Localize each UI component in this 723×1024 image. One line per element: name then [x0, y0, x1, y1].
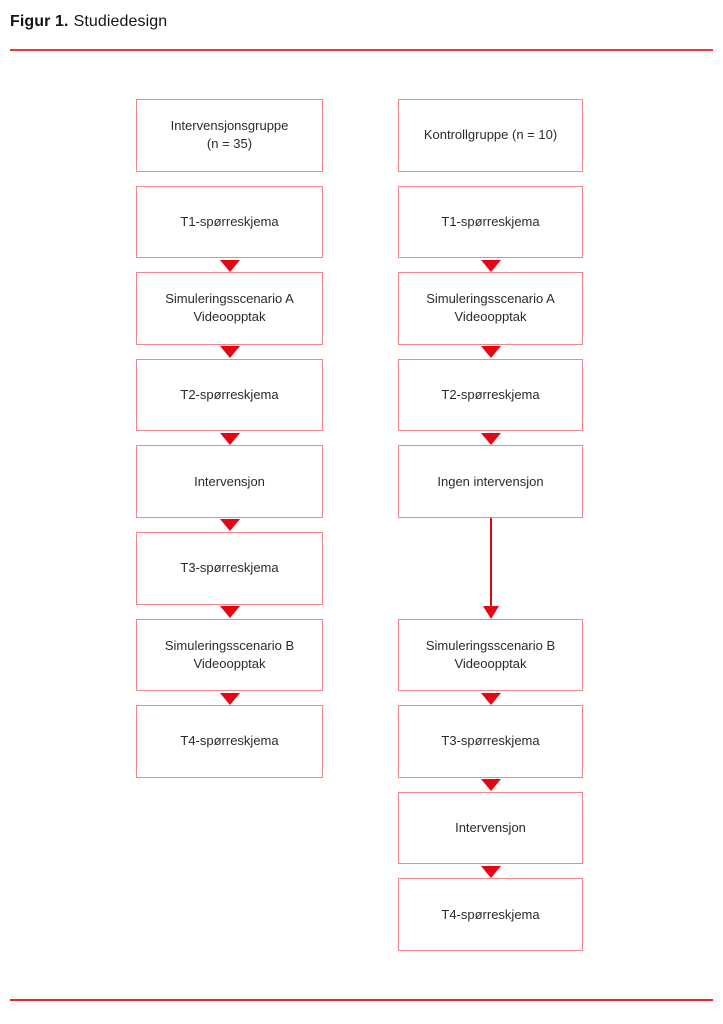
down-arrow-icon — [480, 432, 501, 445]
flow-box-intervention-group-t1: T1-spørreskjema — [136, 185, 323, 259]
down-arrow-icon — [219, 692, 240, 705]
flow-box-label: T3-spørreskjema — [441, 732, 539, 750]
flow-box-line: Videoopptak — [454, 655, 527, 671]
flow-box-label: T3-spørreskjema — [180, 559, 278, 577]
flow-box-label: Intervensjonsgruppe (n = 35) — [171, 117, 289, 153]
flow-box-label: T2-spørreskjema — [180, 386, 278, 404]
flow-box-label: T1-spørreskjema — [441, 213, 539, 231]
flow-box-control-group-t4: T4-spørreskjema — [398, 878, 583, 951]
flow-box-label: Simuleringsscenario B Videoopptak — [165, 637, 294, 673]
flow-box-control-group-t1: T1-spørreskjema — [398, 185, 583, 259]
flow-box-intervention-group-t2: T2-spørreskjema — [136, 358, 323, 432]
flow-box-control-group-group: Kontrollgruppe (n = 10) — [398, 99, 583, 172]
flow-box-label: T2-spørreskjema — [441, 386, 539, 404]
flow-box-label: Intervensjon — [455, 819, 526, 837]
long-down-arrow-head-icon — [482, 605, 499, 619]
flow-box-label: T4-spørreskjema — [180, 732, 278, 750]
flow-box-label: Simuleringsscenario A Videoopptak — [165, 290, 294, 326]
flow-box-line: Intervensjon — [455, 820, 526, 836]
flow-box-label: T4-spørreskjema — [441, 906, 539, 924]
down-arrow-icon — [219, 519, 240, 532]
flow-box-line: Intervensjonsgruppe — [170, 118, 289, 134]
flow-box-line: Videoopptak — [454, 309, 527, 325]
flow-box-control-group-t3: T3-spørreskjema — [398, 705, 583, 778]
flow-box-line: Ingen intervensjon — [437, 473, 544, 489]
figure-number-label: Figur 1. — [10, 13, 69, 30]
flow-box-line: T2-spørreskjema — [441, 387, 540, 403]
down-arrow-icon — [219, 259, 240, 272]
flow-box-label: Simuleringsscenario B Videoopptak — [426, 637, 555, 673]
long-down-arrow-line — [489, 518, 492, 606]
flow-box-control-group-intervention: Intervensjon — [398, 791, 583, 865]
flow-box-intervention-group-intervention: Intervensjon — [136, 445, 323, 518]
flow-box-line: Videoopptak — [193, 309, 266, 325]
flow-box-line: T1-spørreskjema — [441, 213, 540, 229]
flow-box-line: T2-spørreskjema — [180, 387, 279, 403]
flow-box-line: Videoopptak — [193, 655, 266, 671]
down-arrow-icon — [480, 865, 501, 878]
flow-box-line: Kontrollgruppe (n = 10) — [423, 127, 558, 143]
flow-box-label: Kontrollgruppe (n = 10) — [424, 126, 557, 144]
figure-caption: Studiedesign — [73, 13, 168, 30]
down-arrow-icon — [219, 346, 240, 359]
flow-box-line: T3-spørreskjema — [180, 560, 279, 576]
flow-box-intervention-group-sim-a: Simuleringsscenario A Videoopptak — [136, 272, 323, 345]
down-arrow-icon — [219, 432, 240, 445]
flow-box-label: Simuleringsscenario A Videoopptak — [426, 290, 555, 326]
flow-box-line: Simuleringsscenario B — [425, 637, 556, 653]
down-arrow-icon — [480, 692, 501, 705]
flow-box-control-group-no-intervention: Ingen intervensjon — [398, 445, 583, 518]
flow-box-line: Simuleringsscenario A — [165, 291, 294, 307]
top-rule — [10, 49, 713, 51]
flow-box-intervention-group-sim-b: Simuleringsscenario B Videoopptak — [136, 618, 323, 692]
flow-box-line: T4-spørreskjema — [180, 733, 279, 749]
flow-box-line: Simuleringsscenario B — [164, 637, 295, 653]
flow-box-line: (n = 35) — [206, 136, 253, 152]
flow-box-control-group-t2: T2-spørreskjema — [398, 358, 583, 432]
flow-box-control-group-sim-b: Simuleringsscenario B Videoopptak — [398, 618, 583, 692]
flow-box-line: T3-spørreskjema — [441, 733, 540, 749]
flow-box-control-group-sim-a: Simuleringsscenario A Videoopptak — [398, 272, 583, 345]
flow-box-line: Simuleringsscenario A — [426, 291, 555, 307]
flow-box-intervention-group-t4: T4-spørreskjema — [136, 705, 323, 778]
flow-box-line: T1-spørreskjema — [180, 213, 279, 229]
down-arrow-icon — [480, 259, 501, 272]
flow-box-intervention-group-group: Intervensjonsgruppe (n = 35) — [136, 99, 323, 172]
flow-box-label: Ingen intervensjon — [437, 473, 543, 491]
figure-title: Figur 1.Studiedesign — [10, 13, 167, 31]
down-arrow-icon — [219, 606, 240, 618]
flow-box-label: Intervensjon — [194, 473, 265, 491]
bottom-rule — [10, 999, 713, 1001]
flow-box-line: Intervensjon — [194, 473, 265, 489]
flow-box-intervention-group-t3: T3-spørreskjema — [136, 532, 323, 605]
down-arrow-icon — [480, 779, 501, 792]
down-arrow-icon — [480, 346, 501, 359]
flow-box-line: T4-spørreskjema — [441, 906, 540, 922]
flow-box-label: T1-spørreskjema — [180, 213, 278, 231]
